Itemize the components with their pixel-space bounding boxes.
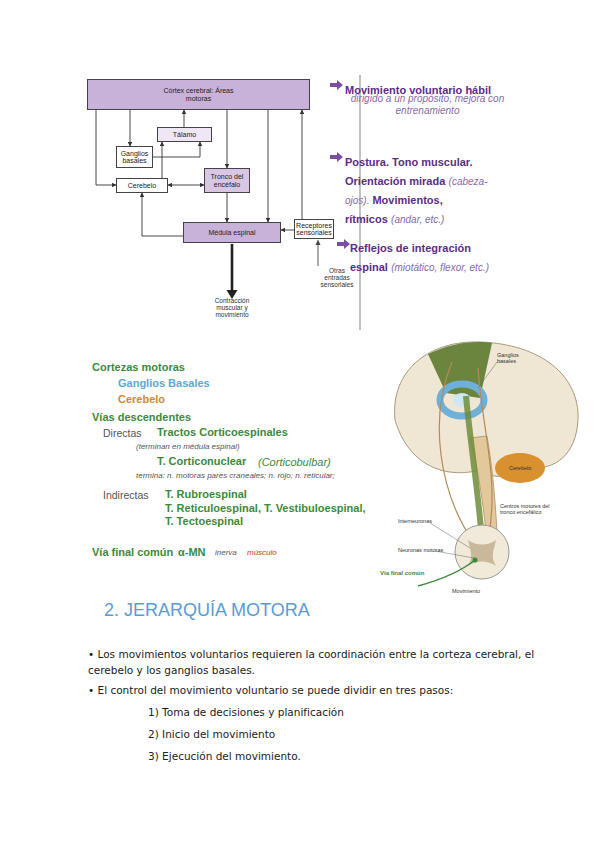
diagram-label: Otras entradas sensoriales bbox=[316, 267, 358, 288]
descending-path bbox=[478, 368, 492, 540]
connector-arrow bbox=[130, 110, 131, 146]
text-label: músculo bbox=[247, 548, 277, 557]
box-label: Tálamo bbox=[173, 131, 196, 138]
text-label: Centros motores del tronco encefálico bbox=[500, 503, 552, 515]
text-label: 3) Ejecución del movimiento. bbox=[148, 748, 301, 764]
diagram-label: Contracción muscular y movimiento bbox=[203, 297, 261, 318]
process-box: Médula espinal bbox=[183, 222, 281, 243]
text-label: Cerebelo bbox=[509, 465, 531, 471]
text-label: T. Rubroespinal bbox=[165, 488, 247, 500]
pointer-arrow bbox=[330, 80, 343, 90]
descending-path bbox=[439, 362, 472, 540]
text-label: Tractos Corticoespinales bbox=[157, 426, 288, 438]
text-label: Indirectas bbox=[103, 489, 149, 501]
spinal-cord bbox=[455, 525, 509, 579]
motor-axon bbox=[418, 560, 475, 586]
connector-arrow bbox=[153, 142, 200, 157]
process-box: Córtex cerebral: Áreas motoras bbox=[87, 79, 310, 110]
connector-arrow bbox=[281, 230, 294, 231]
process-box: Receptores sensoriales bbox=[294, 219, 334, 239]
text-label: T. Reticuloespinal, T. Vestibuloespinal, bbox=[165, 502, 366, 514]
leader-line bbox=[478, 362, 497, 388]
connector-arrow bbox=[227, 110, 228, 168]
process-box: Tronco del encéfalo bbox=[204, 168, 250, 193]
text-label: T. Corticonuclear bbox=[157, 455, 246, 467]
box-label: Ganglios basales bbox=[117, 150, 152, 165]
text-label: 1) Toma de decisiones y planificación bbox=[148, 704, 344, 720]
connector-arrow bbox=[184, 110, 185, 127]
box-label: Cerebelo bbox=[128, 182, 156, 189]
basal-ganglia bbox=[440, 384, 484, 416]
process-box: Ganglios basales bbox=[116, 146, 153, 168]
function-note: (miotático, flexor, etc.) bbox=[391, 262, 489, 273]
connector-arrow bbox=[227, 193, 228, 222]
text-label: Cerebelo bbox=[118, 393, 165, 405]
text-label: termina: n. motoras pares craneales; n. … bbox=[136, 471, 335, 480]
box-label: Córtex cerebral: Áreas motoras bbox=[159, 87, 239, 102]
process-box: Cerebelo bbox=[116, 178, 168, 193]
text-label: Neuronas motoras bbox=[398, 547, 443, 553]
text-label: Ganglios Basales bbox=[118, 377, 210, 389]
process-box: Tálamo bbox=[157, 127, 212, 142]
box-label: Receptores sensoriales bbox=[295, 222, 333, 237]
text-label: • Los movimientos voluntarios requieren … bbox=[88, 646, 536, 678]
input-line bbox=[318, 244, 319, 266]
box-label: Tronco del encéfalo bbox=[205, 173, 249, 188]
text-label: Movimiento bbox=[452, 588, 480, 594]
text-label: inerva bbox=[215, 548, 237, 557]
connector-arrow bbox=[268, 110, 269, 222]
connector-arrow bbox=[96, 110, 116, 185]
text-label: Ganglios basales bbox=[497, 352, 539, 364]
input-arrowhead bbox=[316, 240, 321, 246]
connector-arrow bbox=[168, 185, 204, 186]
text-label: Interneuronas bbox=[398, 518, 432, 524]
text-label: • El control del movimiento voluntario s… bbox=[88, 682, 536, 698]
text-label: (terminan en médula espinal) bbox=[136, 442, 240, 451]
text-label: (Corticobulbar) bbox=[258, 456, 331, 468]
section-heading: 2. JERARQUÍA MOTORA bbox=[104, 600, 310, 621]
pointer-arrow bbox=[330, 152, 343, 162]
text-group: Reflejos de integración espinal(miotátic… bbox=[350, 237, 515, 275]
text-label: Vías descendentes bbox=[92, 411, 191, 423]
connector-arrow bbox=[142, 193, 183, 236]
leader-line bbox=[430, 523, 470, 548]
text-label: Cortezas motoras bbox=[92, 361, 185, 373]
box-label: Médula espinal bbox=[208, 229, 255, 236]
text-label: Vía final común bbox=[92, 546, 173, 558]
connector-arrow bbox=[162, 142, 163, 178]
function-note: dirigido a un propósito, mejora con entr… bbox=[350, 93, 505, 117]
connector-arrow bbox=[302, 110, 303, 219]
text-label: T. Tectoespinal bbox=[165, 515, 243, 527]
descending-tract bbox=[466, 396, 482, 540]
cerebellum bbox=[495, 453, 545, 483]
pointer-arrow bbox=[337, 239, 350, 249]
text-group: Postura. Tono muscular. Orientación mira… bbox=[345, 151, 517, 227]
text-label: Directas bbox=[103, 427, 142, 439]
function-note: (andar, etc.) bbox=[391, 214, 444, 225]
text-label: 2) Inicio del movimiento bbox=[148, 726, 275, 742]
text-label: Vía final común bbox=[380, 570, 424, 576]
text-label: α-MN bbox=[178, 546, 206, 558]
output-arrow bbox=[231, 244, 234, 291]
